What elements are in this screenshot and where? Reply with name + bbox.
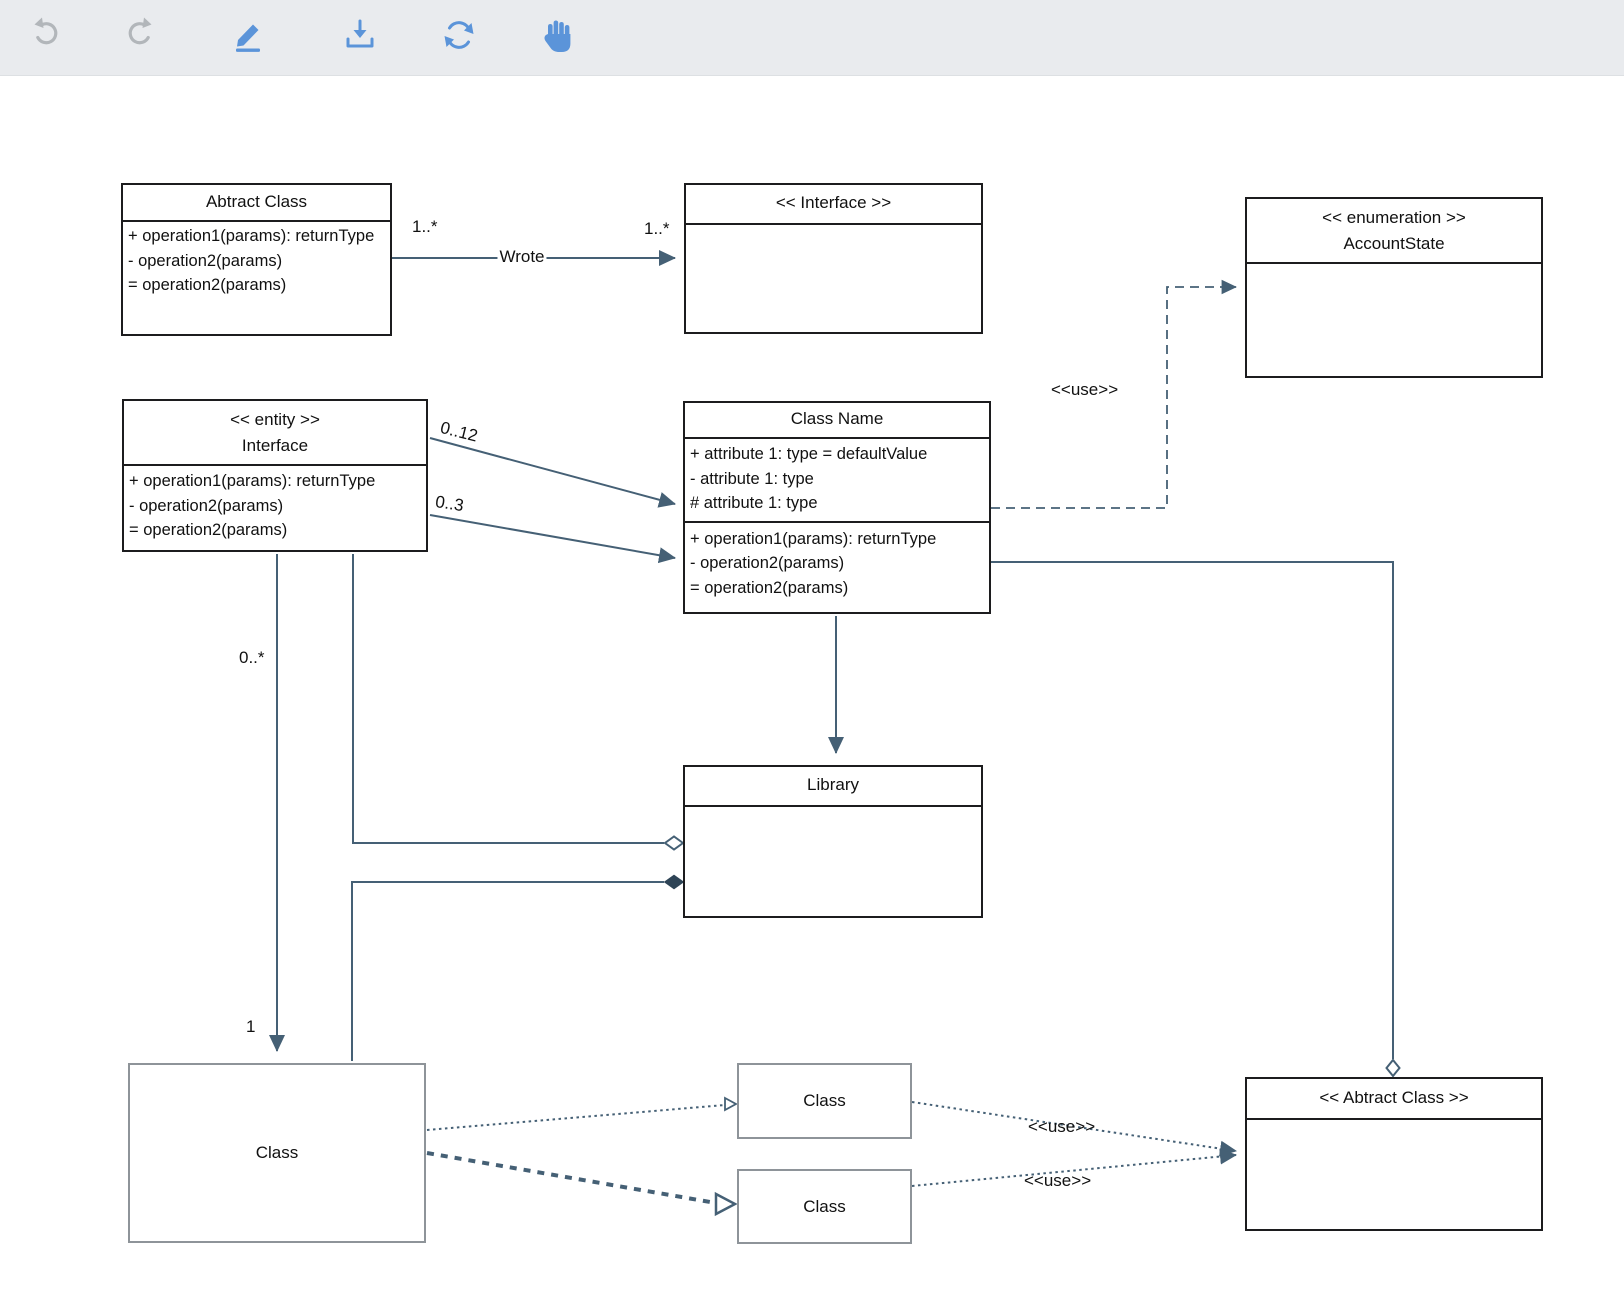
toolbar	[0, 0, 1624, 76]
class-box-abstract-bottom[interactable]: << Abtract Class >>	[1245, 1077, 1543, 1231]
undo-icon[interactable]	[27, 15, 67, 55]
operation: + operation1(params): returnType	[129, 472, 376, 490]
pan-hand-icon[interactable]	[539, 15, 579, 55]
filled-diamond-icon	[663, 874, 685, 890]
class-title: Interface	[241, 436, 309, 455]
association-name-label: Wrote	[497, 247, 547, 267]
edge-class-library-composition[interactable]	[351, 881, 664, 1061]
edge-class-dependency-top[interactable]	[426, 1104, 726, 1131]
edge-class-dependency-bottom[interactable]	[426, 1151, 717, 1205]
edge-0-3[interactable]	[429, 514, 676, 564]
class-box-enumeration[interactable]: << enumeration >> AccountState	[1245, 197, 1543, 378]
refresh-icon[interactable]	[439, 15, 479, 55]
attribute: # attribute 1: type	[690, 494, 818, 512]
class-title: Class Name	[685, 403, 989, 439]
class-box-entity-interface[interactable]: << entity >> Interface + operation1(para…	[122, 399, 428, 552]
use-stereotype-label: <<use>>	[1051, 380, 1119, 399]
hollow-diamond-icon	[1385, 1058, 1401, 1078]
redo-icon[interactable]	[119, 15, 159, 55]
class-title: Library	[685, 767, 981, 807]
attribute: + attribute 1: type = defaultValue	[690, 445, 928, 463]
download-icon[interactable]	[340, 15, 380, 55]
operation: + operation1(params): returnType	[128, 227, 375, 245]
class-box-mid-top[interactable]: Class	[737, 1063, 912, 1139]
operation: - operation2(params)	[129, 496, 284, 515]
operation: - operation2(params)	[128, 251, 283, 270]
hollow-diamond-icon	[663, 835, 685, 851]
open-arrowhead-icon	[724, 1096, 738, 1112]
edge-use-lower[interactable]	[911, 1148, 1237, 1187]
attribute: - attribute 1: type	[690, 469, 814, 488]
stereotype: << entity >>	[230, 410, 320, 429]
class-title: Abtract Class	[123, 185, 390, 222]
multiplicity-label: 1	[246, 1017, 256, 1036]
class-box-library[interactable]: Library	[683, 765, 983, 918]
edge-use-upper[interactable]	[911, 1101, 1237, 1157]
operation: = operation2(params)	[129, 521, 288, 539]
edge-0-12[interactable]	[429, 437, 676, 508]
use-stereotype-label: <<use>>	[1024, 1171, 1092, 1190]
class-box-interface-top[interactable]: << Interface >>	[684, 183, 983, 334]
edge-use-enumeration[interactable]	[991, 279, 1237, 509]
multiplicity-label: 1..*	[644, 219, 670, 238]
edge-entity-library-aggregation[interactable]	[352, 554, 664, 844]
class-title: Class	[255, 1143, 299, 1162]
edge-classname-abstract-aggregation[interactable]	[991, 561, 1394, 1059]
class-box-big[interactable]: Class	[128, 1063, 426, 1243]
class-title: Class	[803, 1091, 846, 1110]
class-box-class-name[interactable]: Class Name + attribute 1: type = default…	[683, 401, 991, 614]
operation: - operation2(params)	[690, 554, 845, 572]
stereotype: << enumeration >>	[1322, 208, 1466, 227]
class-box-abstract-top[interactable]: Abtract Class + operation1(params): retu…	[121, 183, 392, 336]
class-title: << Interface >>	[686, 185, 981, 225]
edit-pencil-icon[interactable]	[228, 15, 268, 55]
open-arrowhead-icon	[714, 1191, 738, 1217]
class-title: << Abtract Class >>	[1247, 1079, 1541, 1120]
class-box-mid-bottom[interactable]: Class	[737, 1169, 912, 1244]
class-title: Class	[803, 1196, 846, 1216]
multiplicity-label: 0..*	[239, 648, 265, 667]
class-title: AccountState	[1343, 234, 1445, 253]
multiplicity-label: 0..3	[434, 492, 466, 516]
use-stereotype-label: <<use>>	[1028, 1117, 1096, 1136]
operation: = operation2(params)	[690, 578, 849, 597]
multiplicity-label: 1..*	[412, 217, 438, 236]
operation: = operation2(params)	[128, 276, 287, 294]
operation: + operation1(params): returnType	[690, 529, 937, 548]
